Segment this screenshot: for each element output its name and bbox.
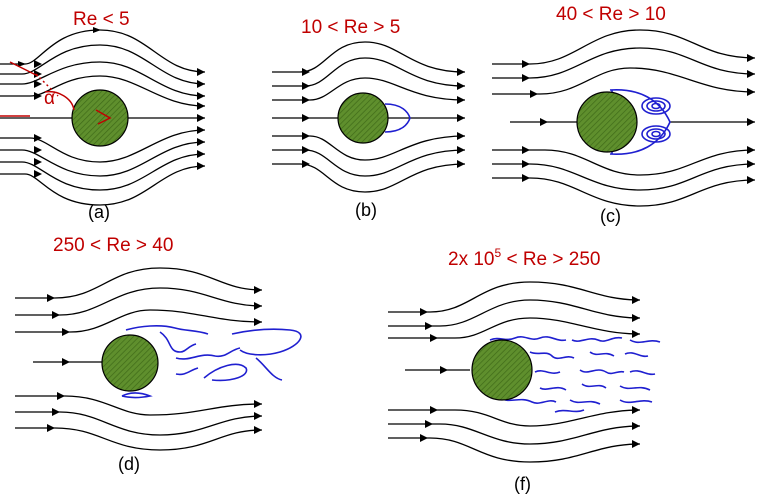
panel-d-caption: (d) [118,454,140,474]
panel-f-cylinder [471,339,533,401]
panel-f-streamlines [388,281,641,463]
panel-b: 10 < Re > 5 (b) [272,17,466,220]
panel-c-cylinder [576,91,638,153]
panel-a-cylinder [71,89,129,147]
panel-c: 40 < Re > 10 [492,4,756,226]
panel-f: 2x 105 < Re > 250 [388,246,661,494]
panel-a-arrows [34,60,205,178]
panel-b-title: 10 < Re > 5 [301,17,400,38]
panel-a: Re < 5 [0,9,206,222]
panel-d-title: 250 < Re > 40 [53,235,173,256]
panel-a-caption: (a) [88,202,110,222]
panel-c-title: 40 < Re > 10 [556,4,666,25]
panel-f-title: 2x 105 < Re > 250 [448,246,600,270]
panel-b-arrows [302,68,465,168]
panel-d: 250 < Re > 40 [15,235,302,474]
panel-b-caption: (b) [355,200,377,220]
panel-b-streamlines [272,41,466,193]
panel-d-streamlines [15,267,263,451]
panel-f-arrows [420,296,640,448]
panel-c-caption: (c) [600,206,621,226]
panel-c-arrows [522,54,755,184]
panel-c-streamlines [492,29,756,207]
panel-a-title: Re < 5 [73,9,130,30]
panel-f-turbulent-wake [489,336,661,413]
panel-d-cylinder [101,334,159,392]
panel-d-wake [121,325,302,399]
panel-f-caption: (f) [514,474,531,494]
panel-d-arrows [47,286,262,434]
angle-label: α [44,88,55,109]
panel-b-cylinder [337,92,389,144]
panel-a-angle-marker [0,61,112,125]
panel-b-wake [384,103,411,133]
